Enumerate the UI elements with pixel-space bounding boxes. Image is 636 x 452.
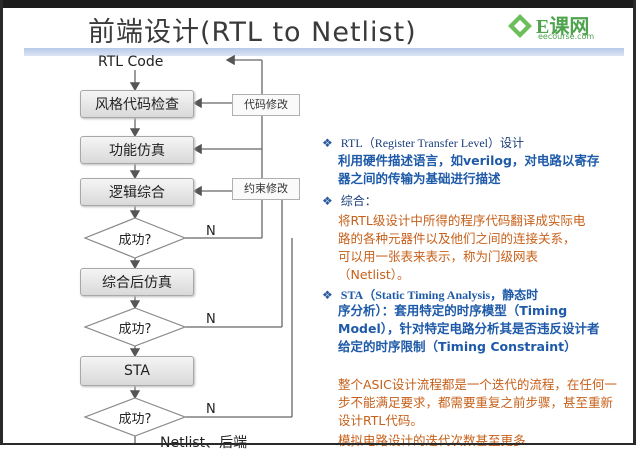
window-top-bar <box>0 0 636 8</box>
constraint-modify-note: 约束修改 <box>232 178 300 200</box>
bullet-diamond-icon: ❖ <box>322 194 333 208</box>
code-modify-note: 代码修改 <box>232 94 300 116</box>
style-check-box: 风格代码检查 <box>80 90 194 118</box>
bullet-diamond-icon: ❖ <box>322 136 333 150</box>
sta-description: 序分析）：套用特定的时序模型（Timing Model），针对特定电路分析其是否… <box>338 303 600 354</box>
logo-subtext: eecourse.com <box>538 32 595 41</box>
logo: E课网 eecourse.com <box>506 10 624 44</box>
synthesis-description: 将RTL级设计中所得的程序代码翻译成实际电路的各种元器件以及他们之间的连接关系，… <box>338 213 586 282</box>
decision-2-no: N <box>206 312 216 327</box>
sta-heading: ❖ STA（Static Timing Analysis，静态时 <box>322 286 538 303</box>
decision-2-shape <box>83 307 187 347</box>
synthesis-heading-text: 综合： <box>340 194 377 208</box>
decision-3-shape <box>83 397 187 437</box>
sta-heading-text: STA（Static Timing Analysis，静态时 <box>340 288 539 302</box>
decision-3-no: N <box>206 402 216 417</box>
bullet-diamond-icon: ❖ <box>322 288 333 302</box>
decision-3-label: 成功? <box>118 412 152 427</box>
func-sim-box: 功能仿真 <box>80 136 194 164</box>
window-frame-right <box>633 0 636 445</box>
decision-1-shape <box>83 217 187 259</box>
slide-title: 前端设计(RTL to Netlist) <box>88 17 417 48</box>
synthesis-box: 逻辑综合 <box>80 178 194 206</box>
logo-text: E课网 <box>536 16 590 38</box>
rtl-code-label: RTL Code <box>98 54 164 70</box>
netlist-label: Netlist、后端 <box>160 435 248 451</box>
analog-iteration-text: 模拟电路设计的迭代次数甚至更多 <box>338 433 526 448</box>
window-frame-left <box>0 0 3 445</box>
post-syn-sim-box: 综合后仿真 <box>80 268 194 296</box>
decision-1-label: 成功? <box>118 233 152 248</box>
sta-box: STA <box>80 356 194 386</box>
iteration-description: 整个ASIC设计流程都是一个迭代的流程，在任何一步不能满足要求，都需要重复之前步… <box>338 377 617 428</box>
logo-mark-icon <box>508 14 532 38</box>
rtl-heading-text: RTL（Register Transfer Level）设计 <box>340 136 525 150</box>
rtl-heading: ❖ RTL（Register Transfer Level）设计 <box>322 134 524 151</box>
title-underline <box>24 48 624 56</box>
rtl-description: 利用硬件描述语言，如verilog，对电路以寄存器之间的传输为基础进行描述 <box>338 153 600 186</box>
synthesis-heading: ❖ 综合： <box>322 192 377 209</box>
window-frame-bottom <box>0 443 636 445</box>
decision-2-label: 成功? <box>118 322 152 337</box>
decision-1-no: N <box>206 224 216 239</box>
